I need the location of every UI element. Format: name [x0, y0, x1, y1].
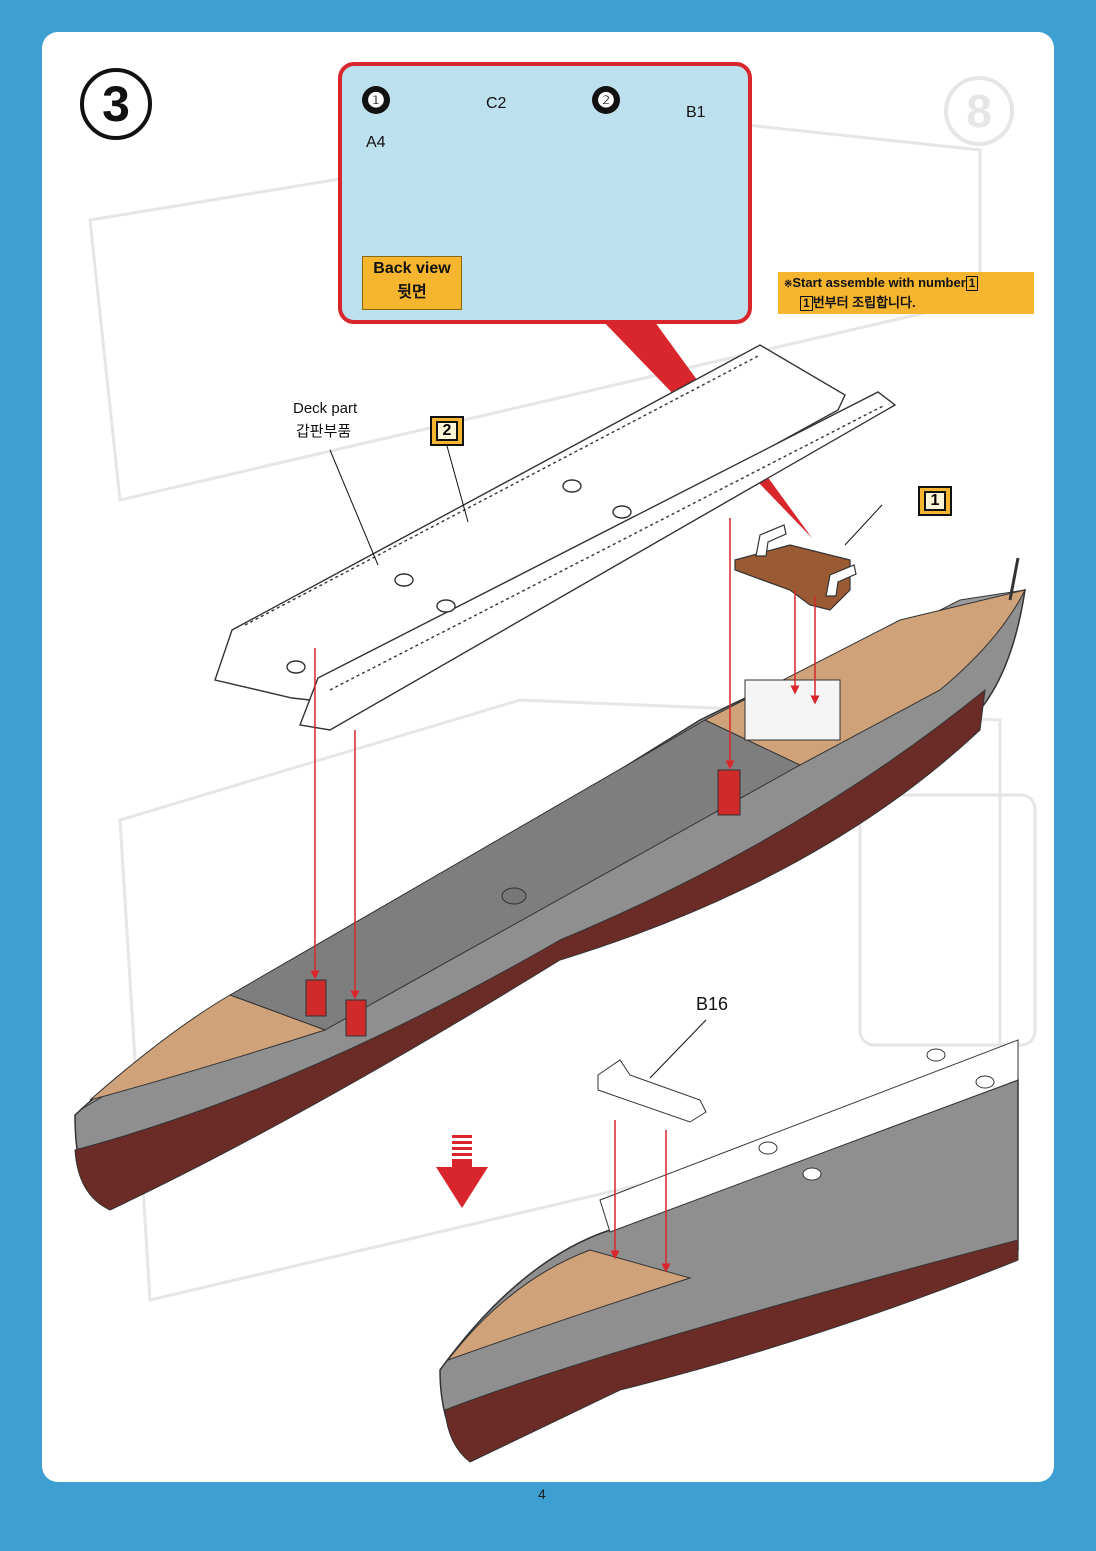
- deck-fit-arrows: [310, 518, 735, 1000]
- part-label-b1: B1: [686, 104, 706, 121]
- note-text-en: Start assemble with number: [792, 275, 966, 290]
- part-label-b16: B16: [696, 994, 729, 1014]
- ship-bow-result: [439, 1019, 1019, 1463]
- part-1-assembly: [734, 504, 883, 705]
- part-label-a4: A4: [366, 134, 386, 151]
- step-number: 3: [102, 76, 130, 132]
- note-number-en: 1: [965, 276, 979, 291]
- deck-part-label-en: Deck part: [293, 400, 358, 417]
- deck-part-rails: [214, 344, 897, 731]
- deck-part-leader: [329, 449, 379, 566]
- note-number-ko: 1: [800, 296, 813, 311]
- tag-2: 2: [430, 416, 464, 446]
- back-view-label-ko: 뒷면: [397, 284, 427, 301]
- faded-step-badge: 8: [944, 76, 1014, 146]
- deck-part-label-ko: 갑판부품: [296, 423, 352, 440]
- sub-step-2-badge: ❷: [592, 86, 620, 114]
- step-number-badge: 3: [80, 68, 152, 140]
- tag-1: 1: [918, 486, 952, 516]
- sub-step-1-badge: ❶: [362, 86, 390, 114]
- page-number: 4: [538, 1486, 546, 1502]
- next-stage-arrow: [436, 1135, 488, 1208]
- back-view-label-en: Back view: [373, 260, 451, 277]
- part-label-c2: C2: [486, 95, 507, 112]
- ship-hull-main: [74, 557, 1026, 1211]
- sub-step-2-number: ❷: [597, 89, 615, 112]
- tag-1-number: 1: [924, 491, 946, 511]
- sub-step-1-number: ❶: [367, 89, 385, 112]
- back-view-tag: Back view 뒷면: [362, 256, 462, 310]
- tag-2-number: 2: [436, 421, 458, 441]
- tag-2-leader: [446, 445, 469, 523]
- note-text-ko: 번부터 조립합니다.: [812, 295, 916, 310]
- note-marker: ※: [784, 279, 793, 290]
